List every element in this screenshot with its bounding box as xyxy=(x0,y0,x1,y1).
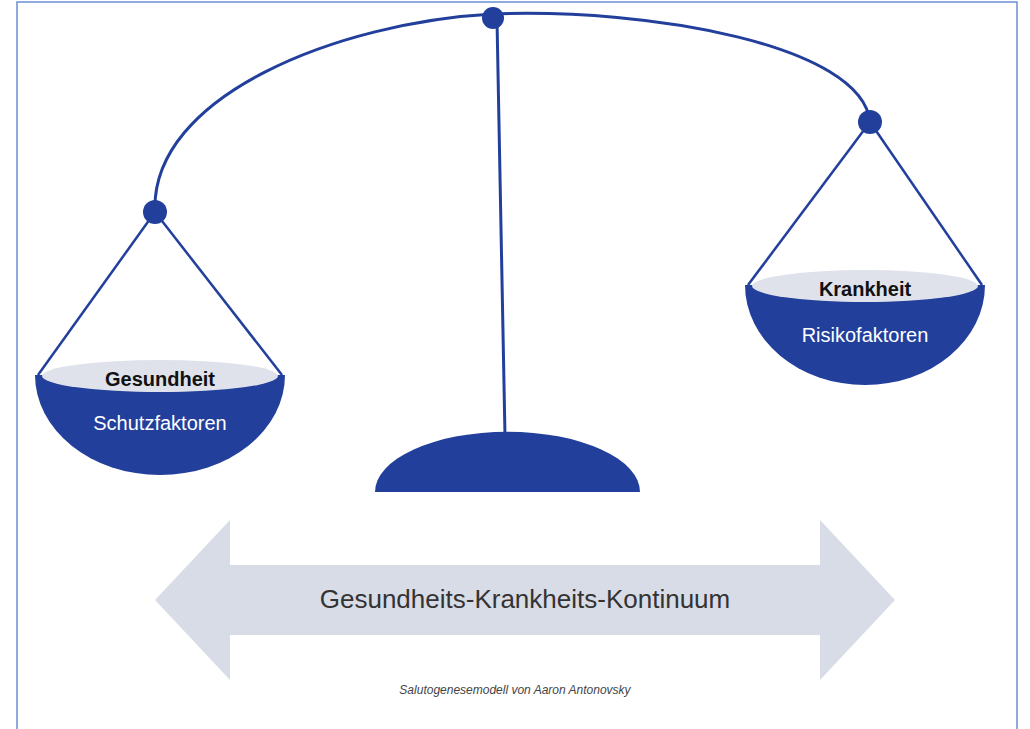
hinge-dot xyxy=(858,110,882,134)
arrow-band xyxy=(155,520,895,680)
scale-base xyxy=(375,432,640,492)
pan-label: Schutzfaktoren xyxy=(93,412,226,435)
pan-heading: Krankheit xyxy=(819,278,911,301)
pivot-dot xyxy=(482,7,504,29)
scale-pole xyxy=(497,20,505,436)
pan-string xyxy=(870,122,982,285)
frame xyxy=(17,2,1017,729)
pan-string xyxy=(155,212,282,375)
continuum-arrow: Gesundheits-Krankheits-Kontinuum xyxy=(155,520,895,680)
hinge-dot xyxy=(143,200,167,224)
bowl-rim xyxy=(42,360,278,392)
scale-pan: GesundheitSchutzfaktoren xyxy=(35,355,285,477)
caption: Salutogenesemodell von Aaron Antonovsky xyxy=(0,683,1030,697)
continuum-label: Gesundheits-Krankheits-Kontinuum xyxy=(320,585,730,615)
pan-string xyxy=(748,122,870,285)
pan-heading: Gesundheit xyxy=(105,368,215,391)
bowl-rim xyxy=(752,270,978,302)
pan-string xyxy=(38,212,155,375)
scale-beam xyxy=(155,13,870,212)
scale-pan: KrankheitRisikofaktoren xyxy=(745,265,985,387)
pan-label: Risikofaktoren xyxy=(802,324,929,347)
